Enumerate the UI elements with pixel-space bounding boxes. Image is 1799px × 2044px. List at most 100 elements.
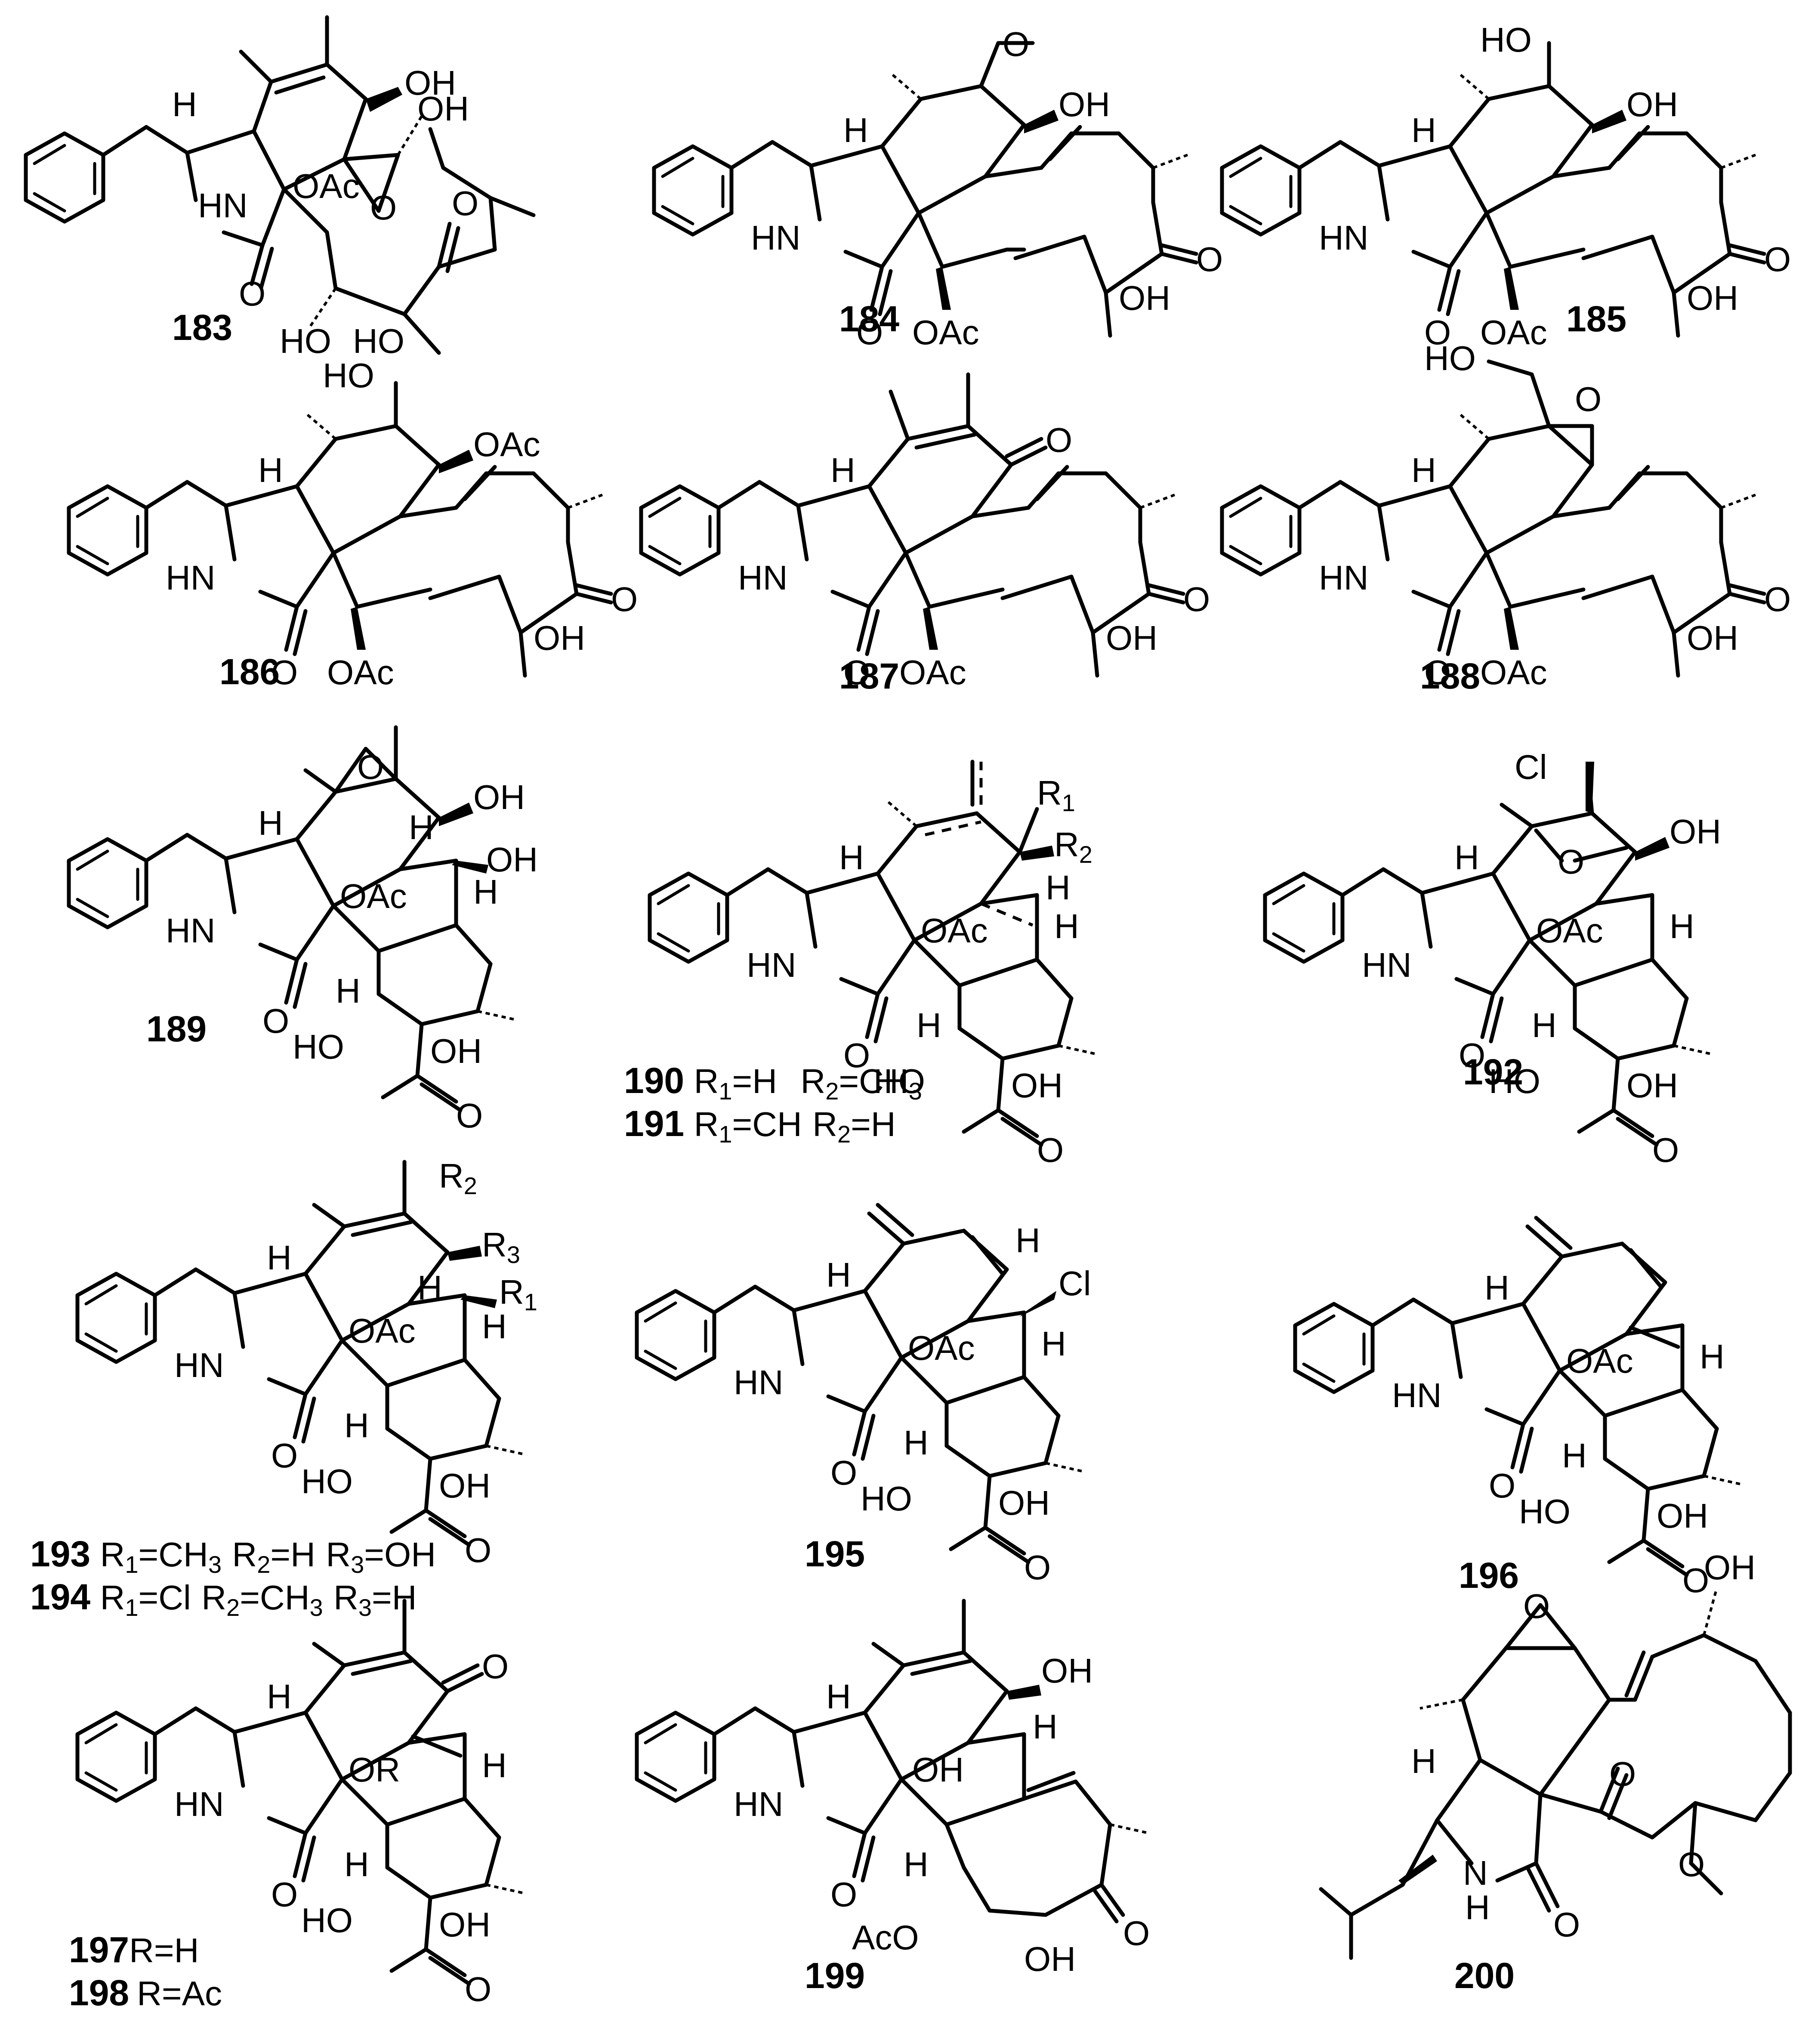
atom-HN: HN	[1319, 559, 1369, 597]
structure-187: HN O H O OAc OH O	[641, 372, 1210, 692]
atom-OAc: OAc	[921, 911, 988, 950]
atom-OR: OR	[349, 1751, 400, 1789]
atom-H: H	[1562, 1436, 1587, 1475]
atom-H: H	[1411, 1742, 1436, 1780]
atom-Cl: Cl	[1058, 1264, 1091, 1303]
atom-H: H	[482, 1307, 507, 1346]
atom-HN: HN	[174, 1785, 224, 1823]
atom-HO: HO	[1424, 339, 1476, 377]
atom-O: O	[1764, 240, 1791, 278]
atom-HN: HN	[1362, 946, 1412, 984]
atom-O: O	[611, 580, 638, 618]
label-R1: R1	[499, 1273, 537, 1315]
atom-O: O	[482, 1647, 509, 1686]
atom-H: H	[482, 1746, 507, 1785]
atom-HN: HN	[747, 946, 796, 984]
atom-HN: HN	[1319, 219, 1369, 257]
atom-O: O	[1003, 25, 1029, 63]
atom-OH: OH	[1011, 1066, 1063, 1105]
compound-number-184: 184	[839, 299, 899, 339]
structure-188: HN O H HO O OAc OH O	[1222, 339, 1791, 692]
atom-OAc: OAc	[908, 1329, 975, 1367]
compound-number-183: 183	[172, 307, 232, 348]
caption-194: 194 R1=Cl R2=CH3 R3=H	[30, 1577, 417, 1621]
atom-O: O	[1764, 580, 1791, 618]
atom-OH: OH	[430, 1032, 482, 1070]
atom-O: O	[271, 1436, 298, 1475]
label-R2: R2	[439, 1157, 477, 1199]
atom-H: H	[826, 1256, 851, 1294]
atom-H: H	[409, 808, 434, 846]
atom-N: N	[1463, 1854, 1488, 1892]
atom-H: H	[417, 1269, 442, 1307]
structure-185: HN O H HO OH OAc OH O	[1222, 21, 1791, 352]
atom-H: H	[904, 1845, 929, 1883]
atom-O: O	[1459, 1036, 1485, 1074]
atom-H: H	[258, 804, 283, 842]
atom-OH: OH	[404, 64, 456, 102]
atom-HO: HO	[301, 1462, 353, 1501]
atom-OH: OH	[1058, 85, 1110, 124]
atom-O: O	[1678, 1845, 1705, 1883]
atom-H: H	[1015, 1221, 1040, 1260]
atom-HO: HO	[353, 322, 404, 360]
atom-H: H	[839, 838, 864, 877]
atom-O: O	[452, 184, 478, 222]
label-R3: R3	[482, 1226, 520, 1268]
atom-H: H	[1484, 1269, 1509, 1307]
atom-O: O	[1652, 1131, 1679, 1169]
atom-OAc: OAc	[349, 1312, 416, 1350]
atom-O: O	[1123, 1914, 1150, 1952]
atom-O: O	[456, 1096, 483, 1135]
atom-H: H	[336, 972, 361, 1010]
atom-O: O	[1424, 653, 1451, 692]
atom-O: O	[1024, 1548, 1051, 1587]
atom-H: H	[267, 1677, 292, 1716]
atom-HN: HN	[1392, 1376, 1442, 1414]
atom-H: H	[344, 1406, 369, 1445]
atom-HO: HO	[861, 1479, 912, 1518]
atom-O: O	[1523, 1587, 1550, 1625]
atom-O: O	[271, 653, 298, 692]
structure-197-198: HN O H O OR H H HO OH O	[77, 1599, 525, 2008]
atom-O: O	[239, 275, 265, 313]
atom-H: H	[1700, 1337, 1725, 1376]
atom-O: O	[1183, 580, 1210, 618]
caption-190: 190 R1=H R2=CH3	[624, 1060, 922, 1105]
atom-HN: HN	[166, 559, 216, 597]
atom-O: O	[1558, 843, 1584, 881]
atom-O: O	[370, 188, 397, 227]
atom-H: H	[904, 1423, 929, 1462]
label-R2: R2	[1054, 825, 1092, 868]
structure-199: HN O H OH H OH H AcO OH O	[637, 1599, 1150, 1978]
atom-H: H	[1411, 111, 1436, 149]
atom-OAc: OAc	[293, 167, 360, 205]
atom-O: O	[830, 1454, 857, 1492]
atom-OH: OH	[1626, 85, 1678, 124]
structure-184: HN O H O OH OAc OH O	[654, 25, 1223, 352]
atom-HN: HN	[166, 911, 216, 950]
atom-O: O	[1489, 1467, 1515, 1505]
atom-O: O	[843, 1036, 870, 1074]
atom-HO: HO	[293, 1028, 344, 1066]
atom-H: H	[1054, 907, 1079, 945]
compound-number-200: 200	[1454, 1955, 1515, 1996]
atom-O: O	[1682, 1561, 1709, 1599]
atom-O: O	[1575, 380, 1602, 418]
compound-number-188: 188	[1420, 656, 1480, 696]
structure-200: N H H O O O O OH	[1319, 1548, 1792, 1960]
atom-OAc: OAc	[327, 653, 394, 692]
atom-OH: OH	[1657, 1497, 1708, 1535]
atom-OH: OH	[1687, 619, 1738, 657]
caption-197: 197R=H	[69, 1930, 199, 1970]
atom-O: O	[1046, 421, 1072, 459]
atom-HO: HO	[1489, 1062, 1540, 1100]
atom-Cl: Cl	[1515, 748, 1547, 786]
atom-H: H	[916, 1006, 941, 1044]
atom-OAc: OAc	[1480, 313, 1547, 352]
caption-191: 191 R1=CH R2=H	[624, 1103, 896, 1148]
atom-OAc: OAc	[473, 425, 540, 463]
atom-HN: HN	[734, 1785, 784, 1823]
